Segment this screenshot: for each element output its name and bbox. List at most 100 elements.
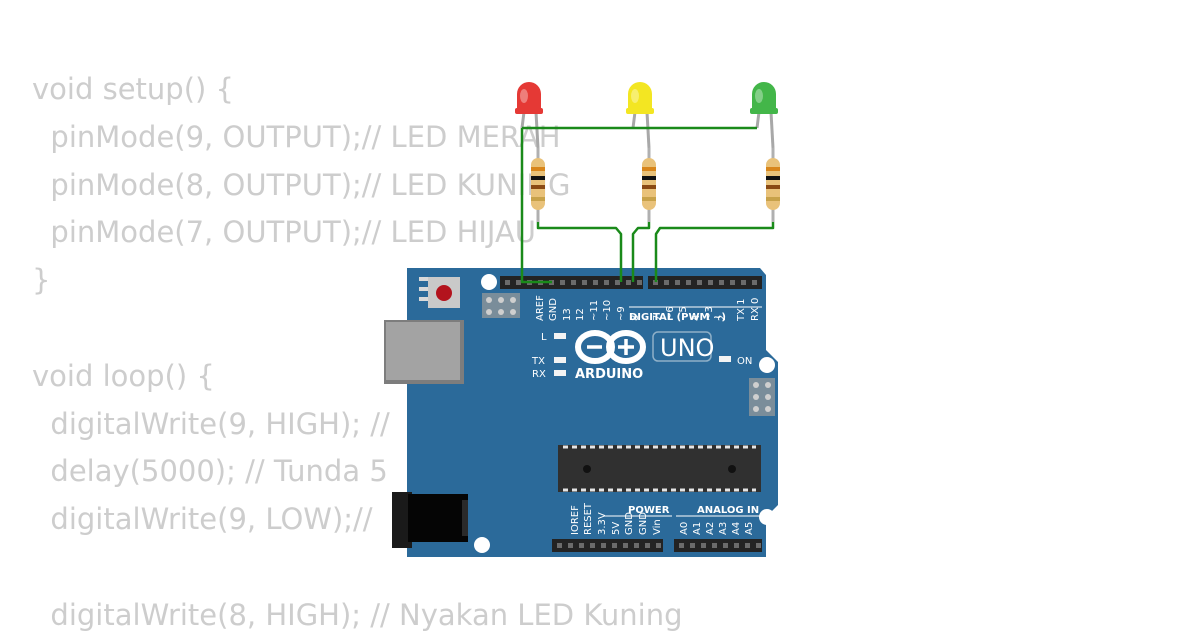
led-yellow[interactable] [626,82,654,149]
code-line[interactable]: void setup() { [32,72,234,106]
pin-label: ~5 [678,306,689,321]
code-line[interactable]: digitalWrite(8, HIGH); // Nyakan LED Kun… [32,597,683,632]
power-jack[interactable] [392,492,468,548]
header-pin[interactable] [557,543,562,548]
pin-label: 2 [717,315,728,321]
pin-label: 7 [652,315,663,321]
icsp-header-right [749,378,775,416]
header-pin[interactable] [571,280,576,285]
pin-label: A3 [718,522,729,535]
wire-red-resistor-to-pin9 [536,222,623,282]
icsp-header [482,293,520,318]
pin-label: A0 [679,522,690,535]
wire-green-resistor-to-pin7 [654,222,775,282]
pin-label: RESET [583,502,594,535]
header-pin[interactable] [505,280,510,285]
code-line[interactable]: delay(5000); // Tunda 5 [32,454,388,489]
header-pin[interactable] [712,543,717,548]
resistor-red-led[interactable] [531,148,545,222]
wire-yellow-resistor-to-pin8 [631,222,651,282]
resistor-yellow-led[interactable] [642,148,656,222]
l-led-label: L [541,332,547,343]
rx-label: RX [532,369,546,380]
resistor-green-led[interactable] [766,148,780,222]
header-pin[interactable] [675,280,680,285]
header-pin[interactable] [745,543,750,548]
pin-label: 4 [691,315,702,321]
header-pin[interactable] [719,280,724,285]
header-pin[interactable] [637,280,642,285]
header-pin[interactable] [752,280,757,285]
header-pin[interactable] [590,543,595,548]
header-pin[interactable] [734,543,739,548]
led-red[interactable] [515,82,543,149]
pin-label: ~3 [704,306,715,321]
header-pin[interactable] [701,543,706,548]
header-pin[interactable] [697,280,702,285]
header-pin[interactable] [612,543,617,548]
pin-label: 12 [575,308,586,321]
code-line[interactable]: pinMode(8, OUTPUT);// LED KUNING [32,167,571,202]
header-pin[interactable] [723,543,728,548]
analog-in-label: ANALOG IN [697,505,759,516]
code-line[interactable]: pinMode(9, OUTPUT);// LED MERAH [32,119,561,154]
header-pin[interactable] [601,543,606,548]
header-pin[interactable] [516,280,521,285]
arduino-logo-icon [575,330,646,364]
header-pin[interactable] [686,280,691,285]
reset-button[interactable] [419,277,460,308]
header-pin[interactable] [568,543,573,548]
header-pin[interactable] [593,280,598,285]
header-pin[interactable] [679,543,684,548]
header-pin[interactable] [730,280,735,285]
pin-label: 13 [562,308,573,321]
header-pin[interactable] [623,543,628,548]
mounting-hole [481,274,497,290]
rx-led [554,370,566,376]
header-pin[interactable] [604,280,609,285]
header-pin[interactable] [582,280,587,285]
header-pin[interactable] [560,280,565,285]
tx-label: TX [531,356,545,367]
header-pin[interactable] [690,543,695,548]
pin-label: GND [548,298,559,321]
header-pin[interactable] [579,543,584,548]
microcontroller-chip [558,445,761,492]
power-header[interactable] [552,539,762,552]
pin-label: A4 [731,522,742,535]
mounting-hole [759,357,775,373]
l-led [554,333,566,339]
tx-led [554,357,566,363]
pin-label: RX 0 [750,298,761,321]
header-pin[interactable] [645,543,650,548]
usb-port[interactable] [384,320,464,384]
header-pin[interactable] [741,280,746,285]
pin-label: ~6 [665,306,676,321]
digital-header[interactable] [500,276,762,289]
code-line[interactable]: digitalWrite(9, LOW);// [32,502,373,537]
pin-label: AREF [535,295,546,321]
pin-label: 5V [611,522,622,535]
header-pin[interactable] [634,543,639,548]
code-editor[interactable]: void setup() { pinMode(9, OUTPUT);// LED… [32,66,683,640]
digital-pwm-label: DIGITAL (PWM ~) [629,312,726,323]
header-pin[interactable] [656,543,661,548]
header-pin[interactable] [664,280,669,285]
code-line[interactable]: pinMode(7, OUTPUT);// LED HIJAU [32,215,537,250]
wires[interactable] [520,126,775,284]
code-line[interactable]: } [32,263,51,298]
header-pin[interactable] [653,280,658,285]
header-pin[interactable] [756,543,761,548]
code-line[interactable]: void loop() { [32,358,215,393]
mounting-hole [474,537,490,553]
header-pin[interactable] [626,280,631,285]
code-line[interactable]: digitalWrite(9, HIGH); // [32,406,390,441]
pin-label: 3.3V [597,512,608,535]
header-pin[interactable] [708,280,713,285]
pin-label: IOREF [570,505,581,535]
led-green[interactable] [750,82,778,149]
model-label: UNO [660,334,714,362]
header-pin[interactable] [615,280,620,285]
